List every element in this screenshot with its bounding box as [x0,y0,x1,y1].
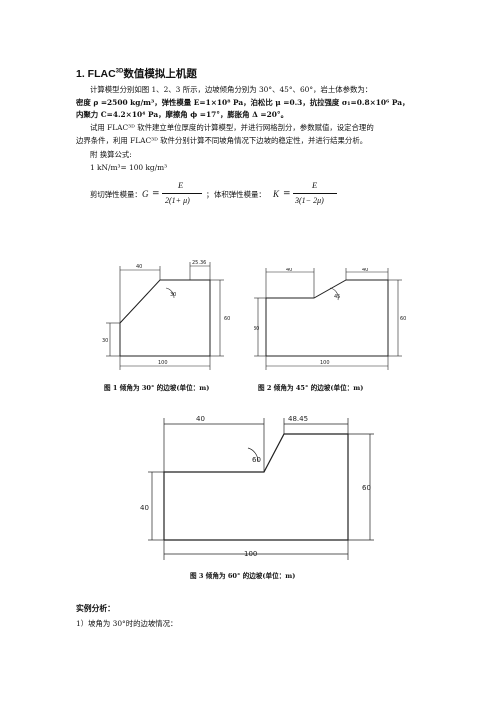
intro-line-3: 内聚力 C=4.2×10⁴ Pa，摩擦角 ϕ =17°，膨胀角 Δ =20°。 [76,110,288,120]
fig2-slope-outline [265,279,389,357]
appendix-label: 附 换算公式: [90,150,132,159]
fig3-dim-left: 40 [140,504,149,512]
fig2-dim-bottom: 100 [320,360,330,366]
fig1-slope-edge [119,292,149,324]
shear-modulus-label: 剪切弹性模量： [90,190,142,199]
figure-2-slope-45: 40 40 45 30 60 100 [254,268,406,370]
fig3-dim-bottom: 100 [244,550,257,558]
bulk-equals: = [283,189,291,199]
fig2-dim-left: 30 [254,326,259,332]
fig2-angle-label: 45 [334,294,340,300]
figure-1-caption: 图 1 倾角为 30° 的边坡(单位：m) [104,384,210,392]
shear-equals: = [152,189,160,199]
fig3-slope-edge [263,433,285,473]
unit-conversion: 1 kN/m³= 100 kg/m³ [90,163,168,172]
task-line-2: 边界条件，利用 FLAC³ᴰ 软件分别计算不同坡角情况下边坡的稳定性，并进行结果… [76,135,368,145]
task-paragraph: 试用 FLAC³ᴰ 软件建立单位厚度的计算模型，并进行网格剖分，参数赋值，设定合… [76,122,428,147]
bulk-modulus-label: 体积弹性模量： [214,190,266,199]
bulk-denominator: 3(1− 2μ) [295,196,324,205]
fig3-slope-outline [163,433,349,541]
fig3-dim-right: 60 [362,484,371,492]
fig1-dim-bottom: 100 [158,360,168,366]
fig2-dim-top-left: 40 [286,268,292,273]
shear-fraction-bar [162,193,202,194]
bulk-fraction-bar [293,193,337,194]
fig3-dim-top-left: 40 [196,415,205,423]
figure-1-slope-30: 40 25.36 30 30 60 100 [102,260,230,370]
fig2-dim-right: 60 [400,316,406,322]
formula-separator: ； [206,190,214,199]
fig2-dim-top-right: 40 [362,268,368,273]
fig1-dim-top-left: 40 [136,264,142,270]
fig1-dim-top-right: 25.36 [192,260,206,266]
intro-line-1: 计算模型分别如图 1、2、3 所示，边坡倾角分别为 30°、45°、60°，岩土… [90,85,373,94]
shear-denominator: 2(1+ μ) [165,196,190,205]
section-heading-example: 实例分析： [76,604,115,613]
page-title: 1. FLAC3D数值模拟上机题 [76,68,197,80]
fig3-angle-label: 60 [252,456,261,464]
figure-2-caption: 图 2 倾角为 45° 的边坡(单位：m) [258,384,364,392]
figure-3-slope-60: 40 48.45 60 40 60 100 [140,415,374,560]
fig1-dim-left: 30 [102,338,108,344]
shear-symbol: G [142,189,149,199]
fig1-slope-outline [119,279,211,357]
fig1-dim-right: 60 [224,316,230,322]
shear-numerator: E [178,180,184,190]
fig1-angle-label: 30 [170,292,176,298]
task-line-1: 试用 FLAC³ᴰ 软件建立单位厚度的计算模型，并进行网格剖分，参数赋值，设定合… [90,123,374,132]
intro-paragraph: 计算模型分别如图 1、2、3 所示，边坡倾角分别为 30°、45°、60°，岩土… [76,84,428,122]
bulk-symbol: K [273,189,280,199]
figure-3-caption: 图 3 倾角为 60° 的边坡(单位：m) [190,572,296,580]
bulk-numerator: E [312,180,318,190]
fig3-dim-top-right: 48.45 [288,415,308,423]
case-1-heading: 1）坡角为 30°时的边坡情况： [76,619,178,628]
intro-line-2: 密度 ρ =2500 kg/m³，弹性模量 E=1×10⁸ Pa，泊松比 μ =… [76,97,410,107]
